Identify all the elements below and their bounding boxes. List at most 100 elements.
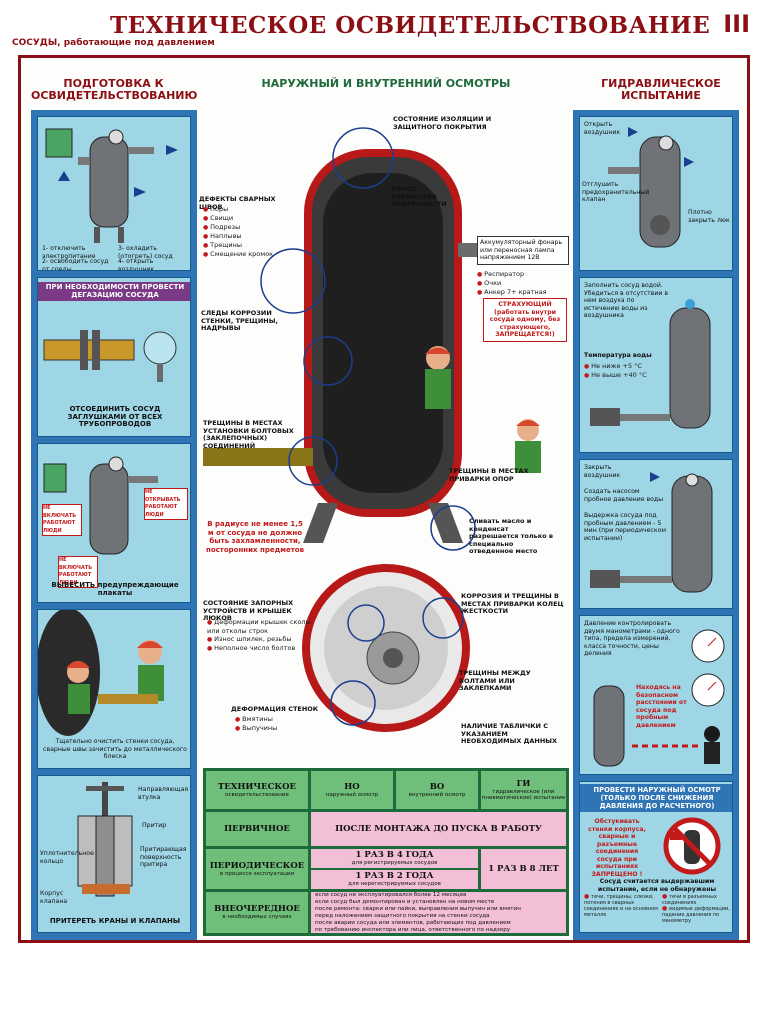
defect-item: видимые деформации, падение давления по … <box>662 906 732 924</box>
panel-cleaning: Тщательно очистить стенки сосуда, сварны… <box>37 609 191 769</box>
defects-list-b: течи в разъемных соединениях видимые деф… <box>662 894 732 924</box>
vessel-inspection-illustration <box>203 127 568 732</box>
step-2: 2- освободить сосуд от среды <box>42 258 109 271</box>
degassing-caption: ОТСОЕДИНИТЬ СОСУД ЗАГЛУШКАМИ ОТ ВСЕХ ТРУ… <box>67 405 163 428</box>
weld-defect: Трещины <box>203 241 295 250</box>
drain-note: Сливать масло и конденсат разрешается то… <box>469 517 553 555</box>
label-bolt-cracks: ТРЕЩИНЫ В МЕСТАХ УСТАНОВКИ БОЛТОВЫХ (ЗАК… <box>203 419 294 450</box>
step-open-vent: Открыть воздушник <box>584 121 621 136</box>
ppe-item: Анкер 7+ кратная <box>477 288 569 297</box>
weld-defects-list: Поры Свищи Подрезы Наплывы Трещины Смеще… <box>203 205 295 259</box>
gauges-instruction: Давление контролировать двумя манометрам… <box>584 620 680 657</box>
blank-flange-illustration <box>43 330 177 382</box>
wall-defect: Вмятины <box>235 715 315 724</box>
step-4: 4- открыть воздушник <box>118 258 155 271</box>
section-title-preparation: ПОДГОТОВКА К ОСВИДЕТЕЛЬСТВОВАНИЮ <box>31 77 198 102</box>
step-close-vent: Закрыть воздушник <box>584 464 621 479</box>
label-corrosion: СЛЕДЫ КОРРОЗИИ СТЕНКИ, ТРЕЩИНЫ, НАДРЫВЫ <box>201 309 278 332</box>
temp-limit: Не выше +40 °С <box>584 371 664 380</box>
label-sealing-ring: Уплотнительное кольцо <box>40 850 94 865</box>
test-pass-condition: Сосуд считается выдержавшим испытание, е… <box>597 878 717 893</box>
sign-1: НЕ ВКЛЮЧАТЬ РАБОТАЮТ ЛЮДИ <box>42 504 82 536</box>
periodic-8y: 1 РАЗ В 8 ЛЕТ <box>481 849 566 889</box>
fill-water-instruction: Заполнить сосуд водой. Убедиться в отсут… <box>584 282 669 319</box>
gauges-illustration <box>593 629 725 767</box>
condition-item: если сосуд не эксплуатировался более 12 … <box>315 891 467 898</box>
valve-defect: Деформации крышек сколы или отколы строк <box>207 618 319 635</box>
step-create-pressure: Создать насосом пробное давление воды <box>584 488 664 503</box>
row-primary-label: ПЕРВИЧНОЕ <box>206 812 308 846</box>
valves-defects-list: Деформации крышек сколы или отколы строк… <box>207 618 319 653</box>
ppe-list: Респиратор Очки Анкер 7+ кратная <box>477 270 569 297</box>
extraordinary-conditions: если сосуд не эксплуатировался более 12 … <box>311 892 566 933</box>
degassing-heading: ПРИ НЕОБХОДИМОСТИ ПРОВЕСТИ ДЕГАЗАЦИЮ СОС… <box>38 282 190 301</box>
weld-defect: Поры <box>203 205 295 214</box>
signs-caption: ВЫВЕСИТЬ предупреждающие плакаты <box>51 581 179 597</box>
wall-defect: Выпучины <box>235 724 315 733</box>
vessel-shutdown-illustration <box>45 128 178 243</box>
label-valve-body: Корпус клапана <box>40 890 68 905</box>
vessel-valves-illustration <box>608 127 694 248</box>
filling-vessel-illustration <box>590 299 711 429</box>
cleaning-caption: Тщательно очистить стенки сосуда, сварны… <box>43 738 187 760</box>
label-guide-bushing: Направляющая втулка <box>138 786 189 801</box>
water-temp-list: Не ниже +5 °С Не выше +40 °С <box>584 362 664 380</box>
temp-limit: Не ниже +5 °С <box>584 362 664 371</box>
label-wall-deformation: ДЕФОРМАЦИЯ СТЕНОК <box>231 705 319 713</box>
radius-note: В радиусе не менее 1,5 м от сосуда не до… <box>205 520 305 554</box>
ppe-item: Респиратор <box>477 270 569 279</box>
label-insulation: СОСТОЯНИЕ ИЗОЛЯЦИИ И ЗАЩИТНОГО ПОКРЫТИЯ <box>393 115 492 131</box>
insurer-warning: СТРАХУЮЩИЙ (работать внутри сосуда одном… <box>483 298 567 342</box>
ppe-item: Очки <box>477 279 569 288</box>
valve-defect: Неполное число болтов <box>207 644 319 653</box>
pump-vessel-illustration <box>590 472 713 593</box>
row-primary-value: ПОСЛЕ МОНТАЖА ДО ПУСКА В РАБОТУ <box>311 812 566 846</box>
poster-frame: ПОДГОТОВКА К ОСВИДЕТЕЛЬСТВОВАНИЮ НАРУЖНЫ… <box>18 55 750 943</box>
step-blank-safety-valve: Отглушить предохранительный клапан <box>582 181 650 203</box>
valve-defect: Износ шпилек, резьбы <box>207 635 319 644</box>
panel-lapping: Направляющая втулка Притир Притирающая п… <box>37 775 191 933</box>
condition-item: по требованию инспектора или лица, ответ… <box>315 926 511 933</box>
lapping-caption: ПРИТЕРЕТЬ КРАНЫ И КЛАПАНЫ <box>49 917 181 925</box>
valve-lapping-diagram <box>77 782 133 897</box>
condition-item: после аварии сосуда или элементов, работ… <box>315 919 511 926</box>
panel-degassing: ПРИ НЕОБХОДИМОСТИ ПРОВЕСТИ ДЕГАЗАЦИЮ СОС… <box>37 277 191 437</box>
section-title-inspection: НАРУЖНЫЙ И ВНУТРЕННИЙ ОСМОТРЫ <box>261 77 511 90</box>
condition-item: перед наложением защитного покрытия на с… <box>315 912 490 919</box>
step-3: 3- охладить (отогреть) сосуд <box>118 245 173 260</box>
sign-3: НЕ ВКЛЮЧАТЬ РАБОТАЮТ ЛЮДИ <box>58 556 98 588</box>
panel-pressurize: Закрыть воздушник Создать насосом пробно… <box>579 459 733 609</box>
label-lapping-tool: Притир <box>142 822 167 829</box>
page-subtitle: СОСУДЫ, работающие под давлением <box>12 38 215 48</box>
panel-fill-water: Заполнить сосуд водой. Убедиться в отсут… <box>579 277 733 453</box>
tapping-prohibited: Обстукивать стенки корпуса, сварные и ра… <box>588 818 646 878</box>
defects-list-a: течи, трещины, слезки, потения в сварных… <box>584 894 660 918</box>
defect-item: течи, трещины, слезки, потения в сварных… <box>584 894 660 918</box>
weld-defect: Наплывы <box>203 232 295 241</box>
section-title-hydrotest: ГИДРАВЛИЧЕСКОЕ ИСПЫТАНИЕ <box>601 77 721 102</box>
tagged-vessel-illustration <box>43 456 158 555</box>
defect-item: течи в разъемных соединениях <box>662 894 732 906</box>
panel-gauges: Давление контролировать двумя манометрам… <box>579 615 733 775</box>
panel-prepare-hydrotest: Открыть воздушник Отглушить предохраните… <box>579 116 733 271</box>
label-wear: ИЗНОС ЭЛЕМЕНТОВ ПОВЕРХНОСТИ <box>391 185 447 208</box>
safe-distance-note: Находясь на безопасном расстоянии от сос… <box>636 684 687 729</box>
step-close-hatch: Плотно закрыть люк <box>688 209 730 224</box>
wall-deformation-list: Вмятины Выпучины <box>235 715 315 733</box>
panel-warning-signs: НЕ ВКЛЮЧАТЬ РАБОТАЮТ ЛЮДИ НЕ ОТКРЫВАТЬ Р… <box>37 443 191 603</box>
condition-item: если сосуд был демонтирован и установлен… <box>315 898 495 905</box>
sheet-number: III <box>723 10 750 38</box>
label-lapping-surface: Притирающая поверхность притира <box>140 846 187 868</box>
label-ring-cracks: КОРРОЗИЯ И ТРЕЩИНЫ В МЕСТАХ ПРИВАРКИ КОЛ… <box>461 592 564 615</box>
hydrotest-column: Открыть воздушник Отглушить предохраните… <box>573 110 739 940</box>
label-nameplate: НАЛИЧИЕ ТАБЛИЧКИ С УКАЗАНИЕМ НЕОБХОДИМЫХ… <box>461 722 558 745</box>
